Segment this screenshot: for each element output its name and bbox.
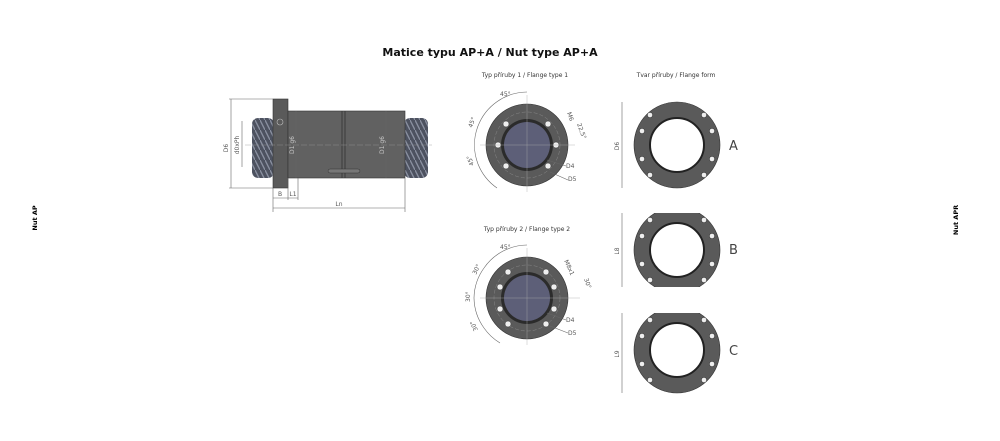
dim-d1-right: D1 g6 — [379, 136, 386, 154]
page-title: Matice typu AP+A / Nut type AP+A — [382, 46, 598, 59]
form-letter-c: C — [729, 344, 738, 359]
dim-d6: D6 — [223, 144, 230, 153]
angle-label: 30° — [469, 320, 480, 333]
angle-label: 45° — [500, 244, 511, 251]
nut-side-view: D6 d0xPh D1 g6 D1 g6 B L1 Ln — [223, 98, 432, 212]
flange-form-a: D6 A — [614, 101, 738, 189]
screw-thread-right — [404, 118, 428, 178]
flange-type-2: Typ příruby 2 / Flange type 2 45° 30° 30… — [465, 226, 592, 345]
dim-l1: L1 — [289, 191, 296, 198]
nut-body — [287, 110, 406, 179]
thread-angle-label: 22,5° — [575, 122, 587, 140]
dim-l8: L8 — [614, 247, 621, 254]
flange-form-b: L8 B — [614, 213, 738, 287]
side-label-nut-ap: Nut AP — [31, 205, 39, 230]
flange-form-c: L9 C — [614, 313, 738, 394]
dim-ln: Ln — [335, 201, 342, 208]
dim-d6: D6 — [614, 142, 621, 151]
dim-d5: D5 — [568, 330, 577, 337]
dim-d0xph: d0xPh — [234, 136, 241, 155]
flange — [272, 98, 289, 189]
screw-thread-left — [252, 118, 274, 178]
angle-label: 30° — [471, 263, 482, 276]
angle-label: 30° — [465, 291, 472, 302]
angle-label: 45° — [500, 91, 511, 98]
angle-label: 45° — [467, 116, 477, 128]
dim-d1-left: D1 g6 — [289, 136, 296, 154]
side-label-nut-apr: Nut APR — [952, 205, 960, 235]
dim-d4: D4 — [566, 163, 575, 170]
dim-d4: D4 — [566, 317, 575, 324]
dim-d5: D5 — [568, 176, 577, 183]
flange-form-label: Tvar příruby / Flange form — [636, 72, 716, 79]
flange-type-1: Typ příruby 1 / Flange type 1 45° 45° 45… — [466, 72, 587, 192]
thread-angle-label: 30° — [582, 277, 592, 289]
dim-b: B — [278, 191, 282, 198]
angle-label: 45° — [466, 154, 476, 166]
form-letter-b: B — [729, 243, 738, 258]
thread-label: M6 — [565, 111, 575, 122]
form-letter-a: A — [729, 139, 738, 154]
thread-label: M8x1 — [562, 259, 575, 277]
flange-type-1-label: Typ příruby 1 / Flange type 1 — [481, 72, 568, 79]
flange-type-2-label: Typ příruby 2 / Flange type 2 — [483, 226, 570, 233]
dim-l9: L9 — [614, 350, 621, 357]
